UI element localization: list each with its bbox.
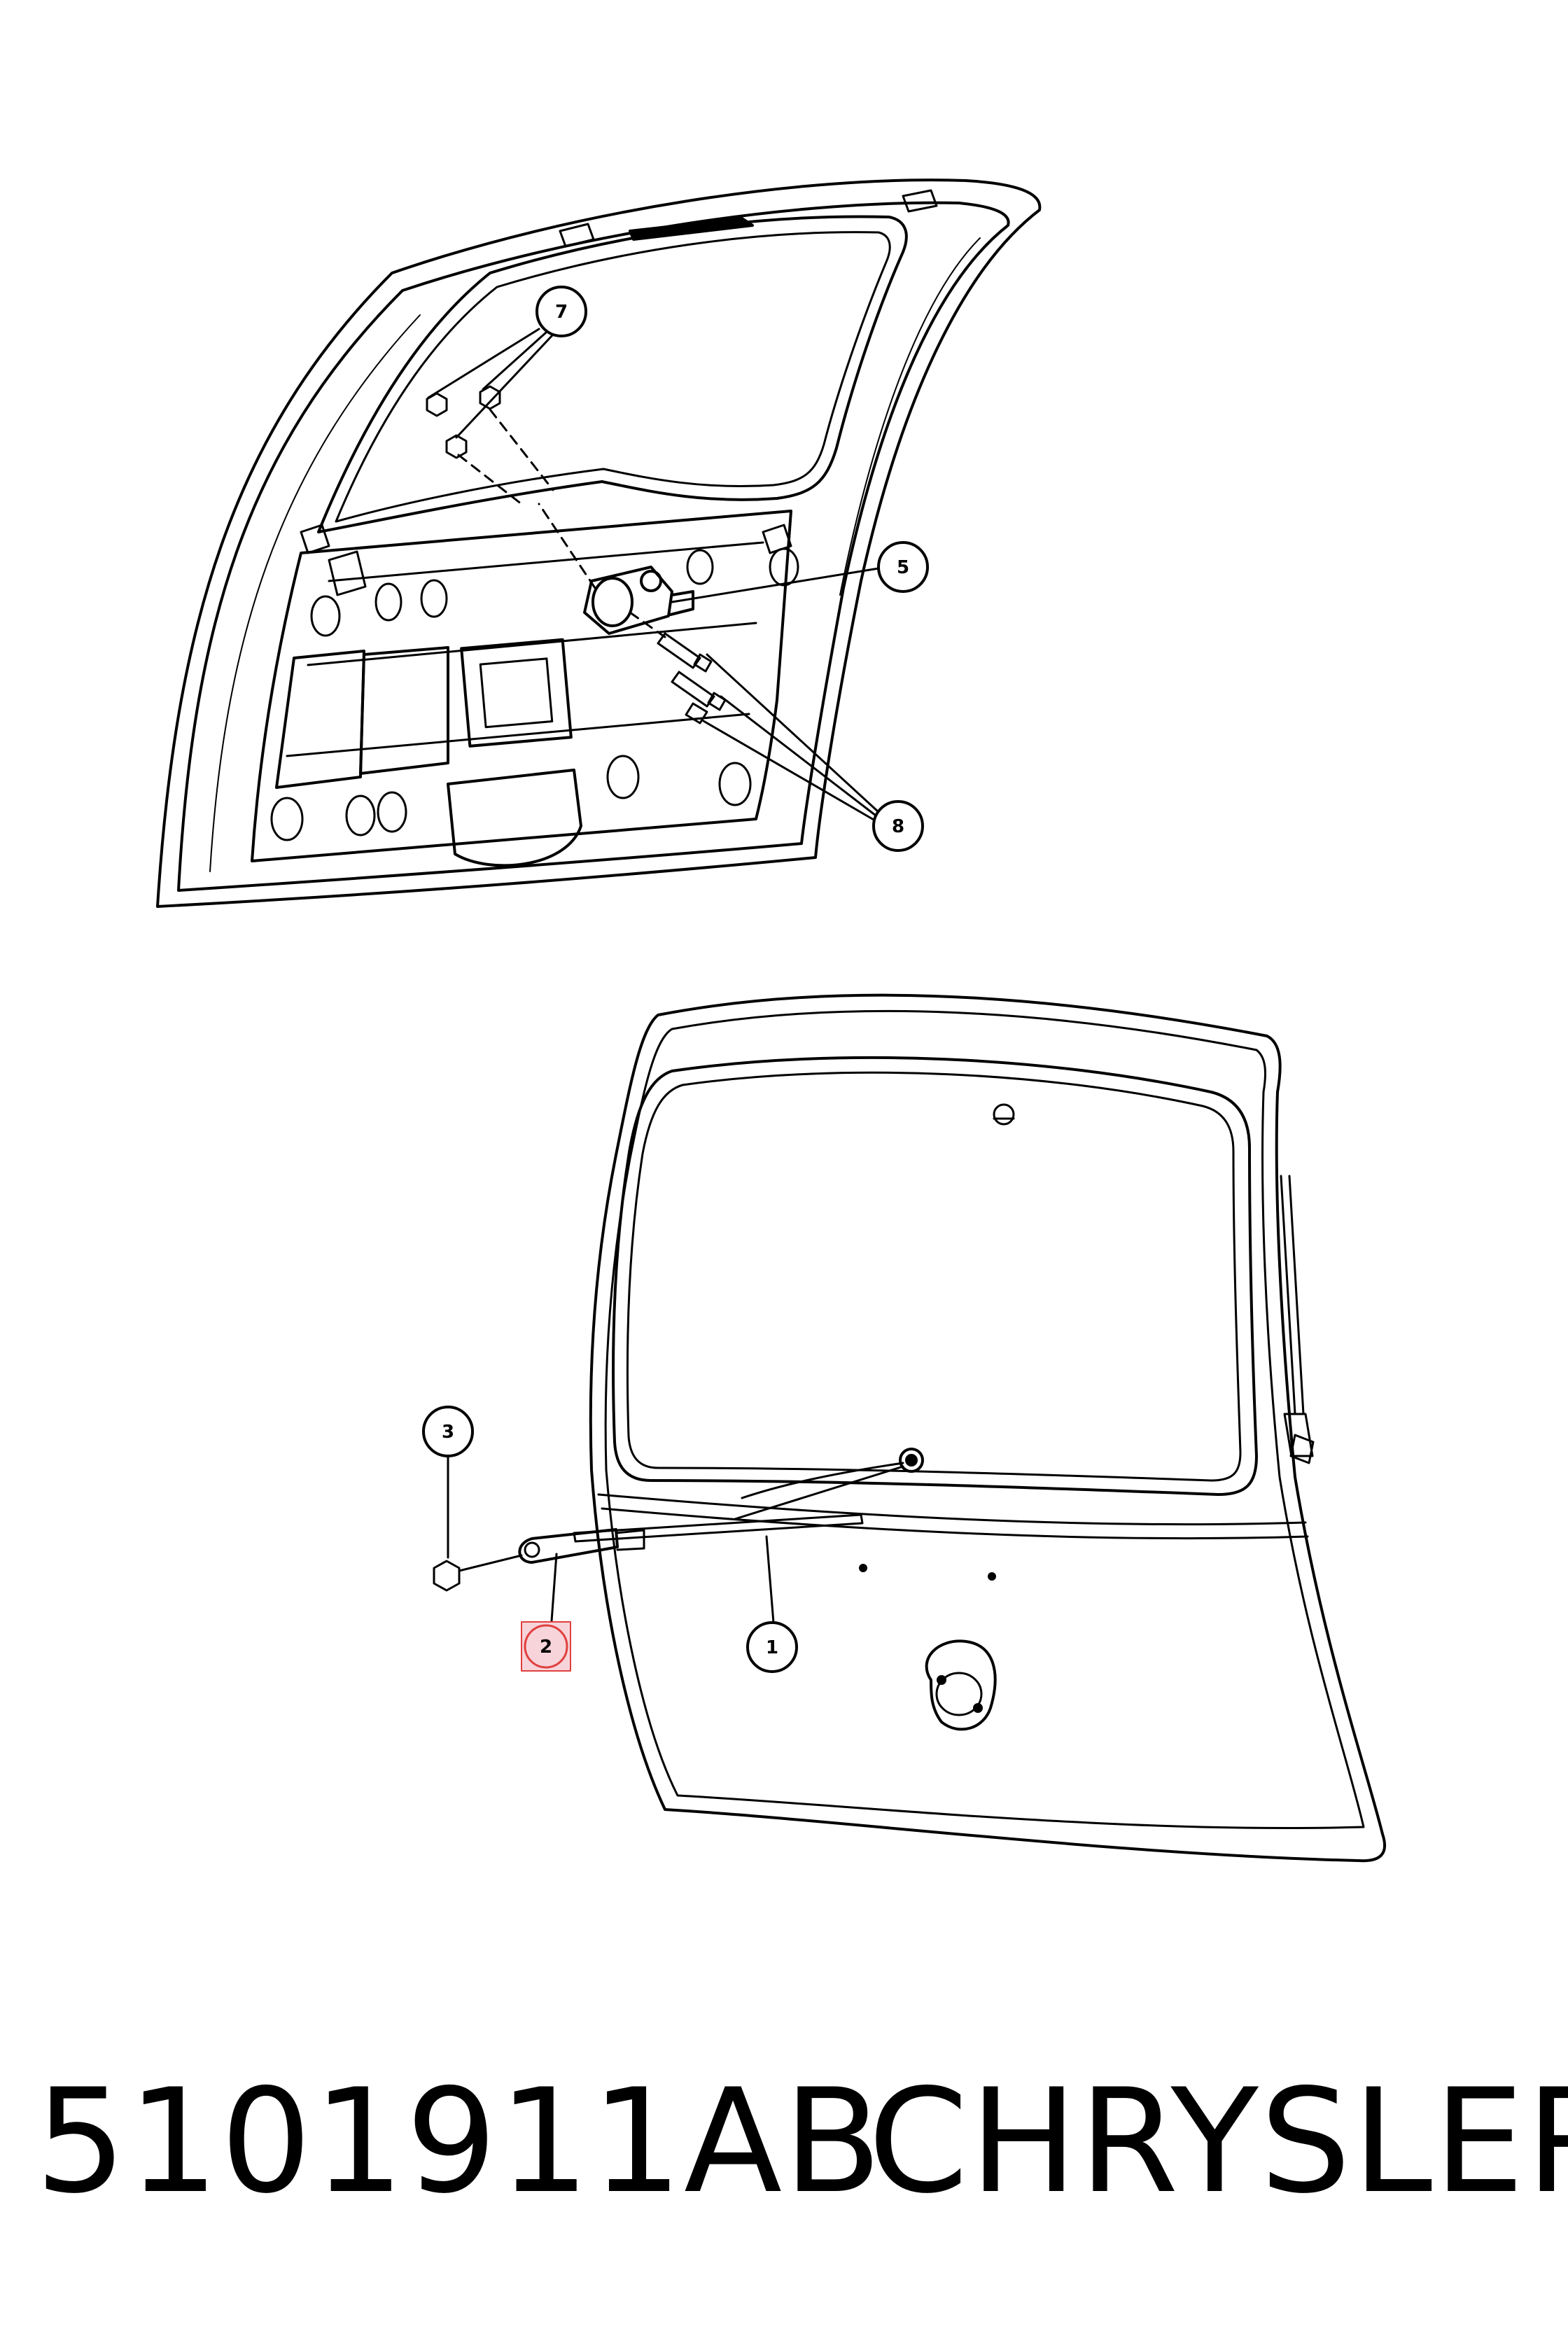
callout-2[interactable]	[521, 1553, 571, 1672]
brake-light-strip	[629, 217, 754, 241]
callout-1[interactable]	[746, 1535, 798, 1673]
callout-3[interactable]	[422, 1406, 474, 1559]
lower-panel-seam	[597, 1493, 1307, 1526]
rear-glass-inner	[626, 1071, 1242, 1482]
center-module	[359, 646, 449, 775]
parts-diagram: 7 5 8 3 2 1	[156, 178, 1387, 1863]
inner-panel-rib	[286, 541, 764, 757]
part-number: 5101911AB	[35, 2059, 883, 2225]
callout-5[interactable]	[671, 541, 929, 603]
motor-mount-nuts	[426, 385, 554, 505]
rear-glass	[612, 1056, 1258, 1496]
wiper-blade	[573, 1513, 864, 1543]
liftgate-exterior-outline	[589, 993, 1387, 1863]
handle-assembly	[925, 1639, 997, 1731]
liftgate-interior-view	[156, 178, 1042, 908]
callout-7-label: 7	[555, 302, 568, 323]
lower-panel-seam-2	[601, 1507, 1309, 1540]
callout-8[interactable]	[702, 653, 924, 852]
inner-panel	[251, 510, 792, 862]
brake-light	[993, 1103, 1015, 1126]
wiper-nut	[433, 1554, 523, 1592]
top-hinge-left	[559, 223, 595, 248]
access-holes	[270, 547, 799, 841]
wiper-arm-blade	[518, 1513, 864, 1564]
callout-7[interactable]	[427, 286, 587, 439]
brand-name: CHRYSLER	[868, 2059, 1568, 2225]
liftgate-outer-shell	[156, 178, 1042, 908]
latch-housing	[447, 769, 582, 867]
liftgate-inner-flange	[177, 201, 1010, 892]
wiper-motor	[538, 503, 694, 635]
wipe-pattern	[734, 1462, 904, 1520]
liftgate-exterior-view	[589, 993, 1387, 1863]
left-module	[275, 650, 365, 789]
window-opening-inner	[335, 231, 891, 523]
callout-2-label: 2	[540, 1637, 552, 1658]
caption-footer: 5101911AB CHRYSLER	[0, 2051, 1568, 2233]
liftgate-edge-detail	[209, 237, 981, 872]
callout-1-label: 1	[766, 1637, 778, 1658]
callout-8-label: 8	[892, 816, 904, 837]
callout-5-label: 5	[897, 557, 909, 578]
hinge-right	[762, 524, 792, 554]
hinge-left	[300, 524, 367, 596]
side-strut	[1280, 1175, 1315, 1464]
wiper-pivot	[899, 1448, 924, 1473]
liftgate-exterior-flange	[604, 1009, 1365, 1830]
motor-mount-bolts	[629, 611, 727, 724]
top-hinge-right	[902, 189, 938, 213]
wiper-arm	[518, 1528, 619, 1564]
window-opening	[317, 215, 908, 533]
latch-box-inner	[479, 657, 554, 729]
latch-box	[460, 638, 573, 748]
callout-3-label: 3	[442, 1422, 454, 1443]
